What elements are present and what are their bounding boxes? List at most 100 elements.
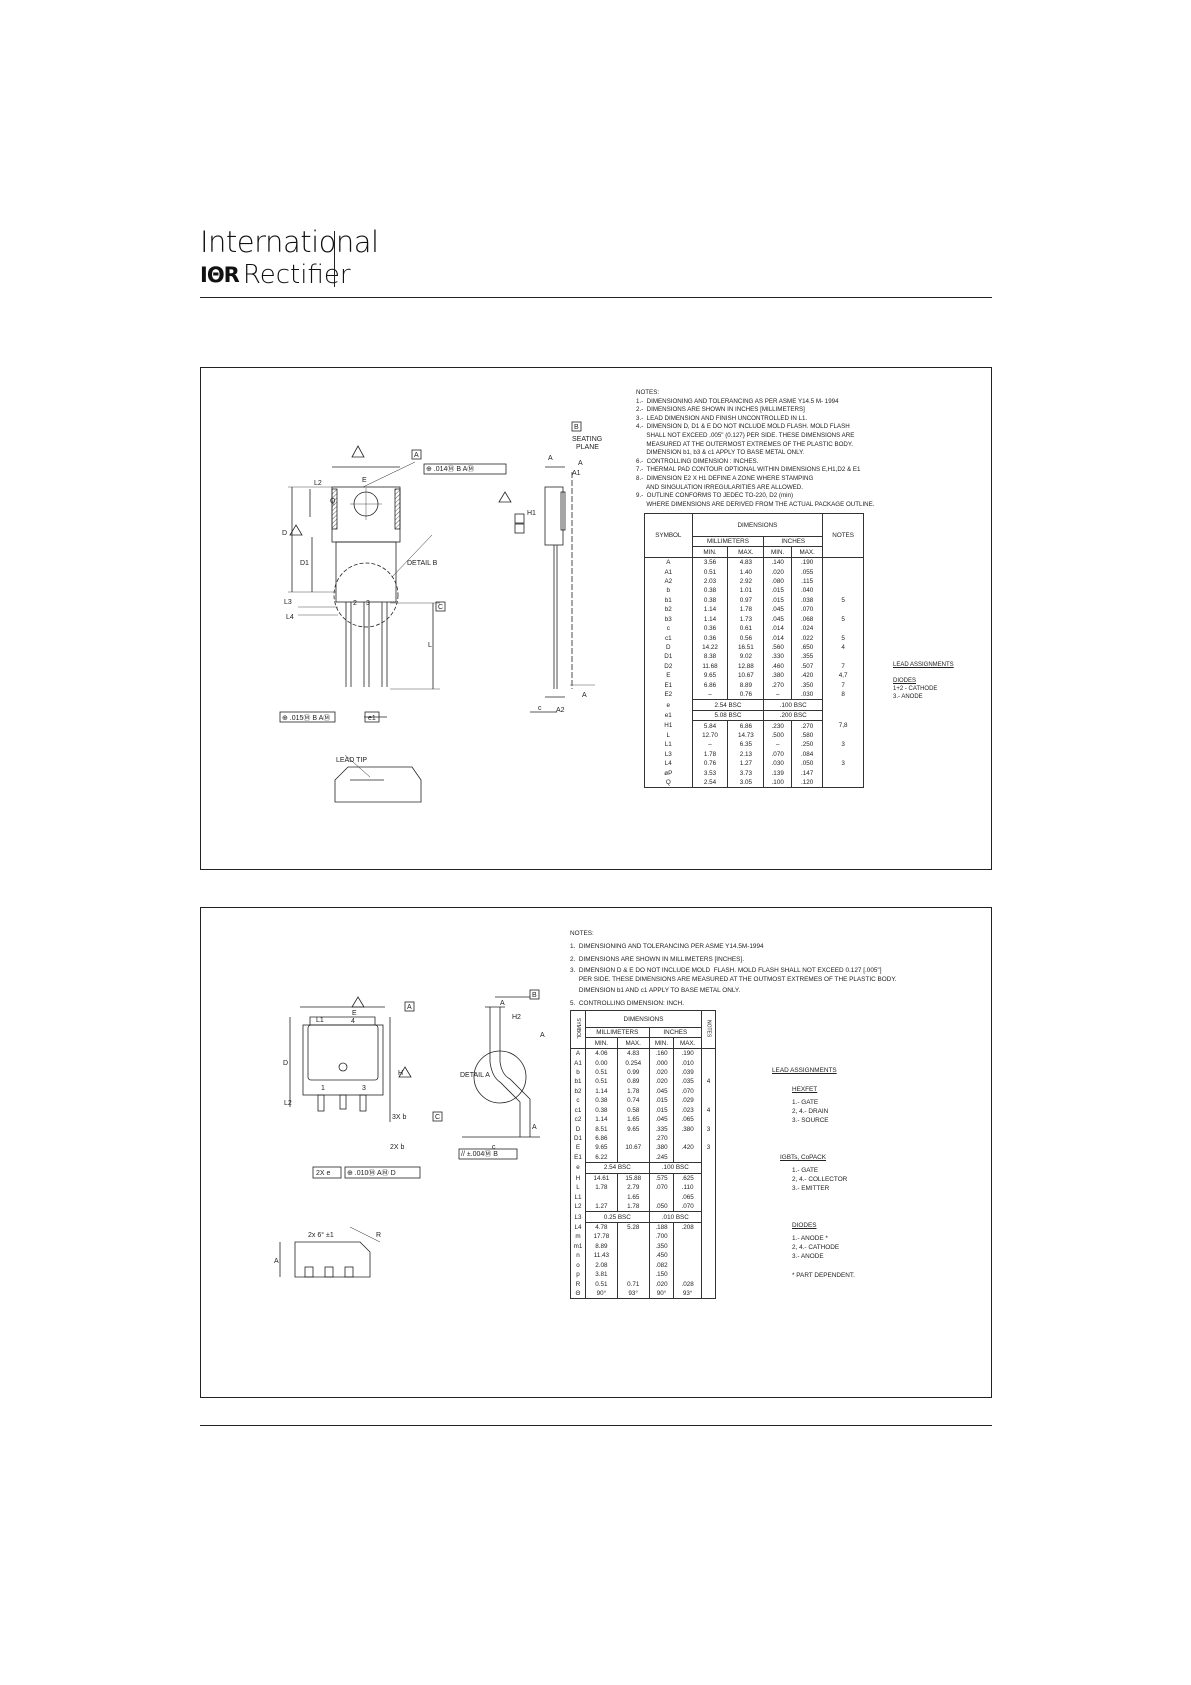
- table-cell: 93°: [616, 1288, 650, 1300]
- table-cell: [673, 1269, 702, 1280]
- table-cell: 3: [701, 1143, 716, 1153]
- table-cell: .045: [763, 605, 793, 615]
- note-5: 5. CONTROLLING DIMENSION: INCH.: [570, 1000, 684, 1007]
- table-cell: .245: [648, 1152, 675, 1163]
- table-cell: .050: [791, 759, 824, 769]
- table-cell: 7: [822, 680, 864, 690]
- table-cell: .208: [673, 1222, 702, 1233]
- table-cell: Q: [644, 777, 693, 789]
- datum-a: A: [414, 452, 419, 459]
- table-cell: .015: [648, 1096, 675, 1106]
- note-7: 7.- THERMAL PAD CONTOUR OPTIONAL WITHIN …: [636, 466, 861, 474]
- panel2-notes: NOTES: 1. DIMENSIONING AND TOLERANCING P…: [570, 927, 897, 1010]
- table-cell: L1: [644, 740, 693, 750]
- svg-text:A: A: [548, 455, 553, 462]
- table-cell: [822, 730, 864, 741]
- table-cell: .115: [791, 576, 824, 587]
- table-cell: 0.76: [727, 690, 765, 700]
- table-cell: 5: [822, 595, 864, 606]
- table-cell: D1: [570, 1133, 586, 1144]
- table-cell: [701, 1241, 716, 1252]
- table-cell: 1.40: [727, 567, 765, 577]
- lead-title: LEAD ASSIGNMENTS: [893, 662, 954, 668]
- table-cell: [701, 1048, 716, 1059]
- lead-tip-label: LEAD TIP: [336, 757, 367, 764]
- table-cell: 4: [701, 1077, 716, 1087]
- table-cell: 8.51: [585, 1124, 618, 1134]
- svg-text:1: 1: [321, 1085, 325, 1092]
- table-cell: 9.65: [616, 1124, 650, 1134]
- note-9b: WHERE DIMENSIONS ARE DERIVED FROM THE AC…: [636, 500, 875, 508]
- two-x-e-label: 2X e: [316, 1170, 331, 1177]
- table-cell: .065: [673, 1192, 702, 1202]
- table-cell: [673, 1251, 702, 1261]
- table-cell: .024: [791, 623, 824, 634]
- table-cell: .068: [791, 614, 824, 624]
- table-cell: .100 BSC: [763, 699, 824, 711]
- table-cell: E: [644, 671, 693, 681]
- table-cell: .200 BSC: [763, 709, 824, 722]
- table-cell: 0.74: [616, 1096, 650, 1106]
- table-cell: 4,7: [822, 671, 864, 681]
- panel1-lead-assignments: LEAD ASSIGNMENTS DIODES 1+2 - CATHODE 3.…: [893, 661, 954, 701]
- notes-title: NOTES:: [636, 389, 660, 396]
- table-cell: L2: [570, 1201, 586, 1212]
- col-max-mm: MAX.: [727, 546, 765, 558]
- table-cell: E: [570, 1143, 586, 1153]
- table-cell: [616, 1232, 650, 1242]
- lead-group-title: HEXFET: [792, 1086, 818, 1093]
- table-cell: 6.86: [585, 1133, 618, 1144]
- lead-item: 3.- EMITTER: [792, 1185, 830, 1192]
- table-cell: .020: [763, 567, 793, 577]
- table-cell: 4.83: [616, 1048, 650, 1059]
- table-cell: b2: [570, 1086, 586, 1097]
- note-4: 4.- DIMENSION D, D1 & E DO NOT INCLUDE M…: [636, 423, 850, 431]
- note-4c: MEASURED AT THE OUTERMOST EXTREMES OF TH…: [636, 440, 853, 448]
- table-cell: 93°: [673, 1288, 702, 1300]
- table-cell: .045: [763, 614, 793, 624]
- table-cell: 0.38: [691, 595, 729, 606]
- table-cell: 90°: [648, 1288, 675, 1300]
- lead-group-diodes: DIODES 1.- ANODE * 2, 4.- CATHODE 3.- AN…: [792, 1221, 855, 1280]
- table-cell: A: [570, 1048, 586, 1059]
- table-cell: 5.84: [691, 720, 729, 731]
- table-cell: .270: [763, 680, 793, 690]
- table-cell: [701, 1086, 716, 1097]
- table-cell: .030: [791, 690, 824, 700]
- lead-item: 3.- ANODE: [893, 694, 923, 700]
- svg-text:R: R: [376, 1232, 381, 1239]
- table-cell: m: [570, 1232, 586, 1242]
- col-in: INCHES: [763, 535, 824, 548]
- svg-text:D1: D1: [300, 560, 309, 567]
- footer-rule: [200, 1425, 992, 1426]
- lead-group-igbt: IGBTs, CoPACK 1.- GATE 2, 4.- COLLECTOR …: [780, 1153, 855, 1193]
- table-cell: 6.86: [727, 720, 765, 731]
- table-cell: p: [570, 1269, 586, 1280]
- svg-text:A: A: [582, 692, 587, 699]
- table-cell: 4.83: [727, 557, 765, 568]
- table-cell: .015: [648, 1105, 675, 1115]
- table-cell: [701, 1058, 716, 1068]
- table-cell: c1: [570, 1105, 586, 1115]
- table-cell: 1.78: [585, 1183, 618, 1193]
- table-cell: –: [691, 690, 729, 700]
- table-cell: .029: [673, 1096, 702, 1106]
- svg-text:L2: L2: [284, 1100, 292, 1107]
- detail-b-label: DETAIL B: [407, 560, 438, 567]
- table-cell: [616, 1260, 650, 1270]
- note-8b: AND SINGULATION IRREGULARITIES ARE ALLOW…: [636, 483, 803, 491]
- table-cell: .030: [763, 759, 793, 769]
- note-4: DIMENSION b1 AND c1 APPLY TO BASE METAL …: [570, 987, 741, 994]
- table-cell: 0.58: [616, 1105, 650, 1115]
- table-cell: 4: [701, 1105, 716, 1115]
- table-cell: .010: [673, 1058, 702, 1068]
- table-cell: [701, 1260, 716, 1270]
